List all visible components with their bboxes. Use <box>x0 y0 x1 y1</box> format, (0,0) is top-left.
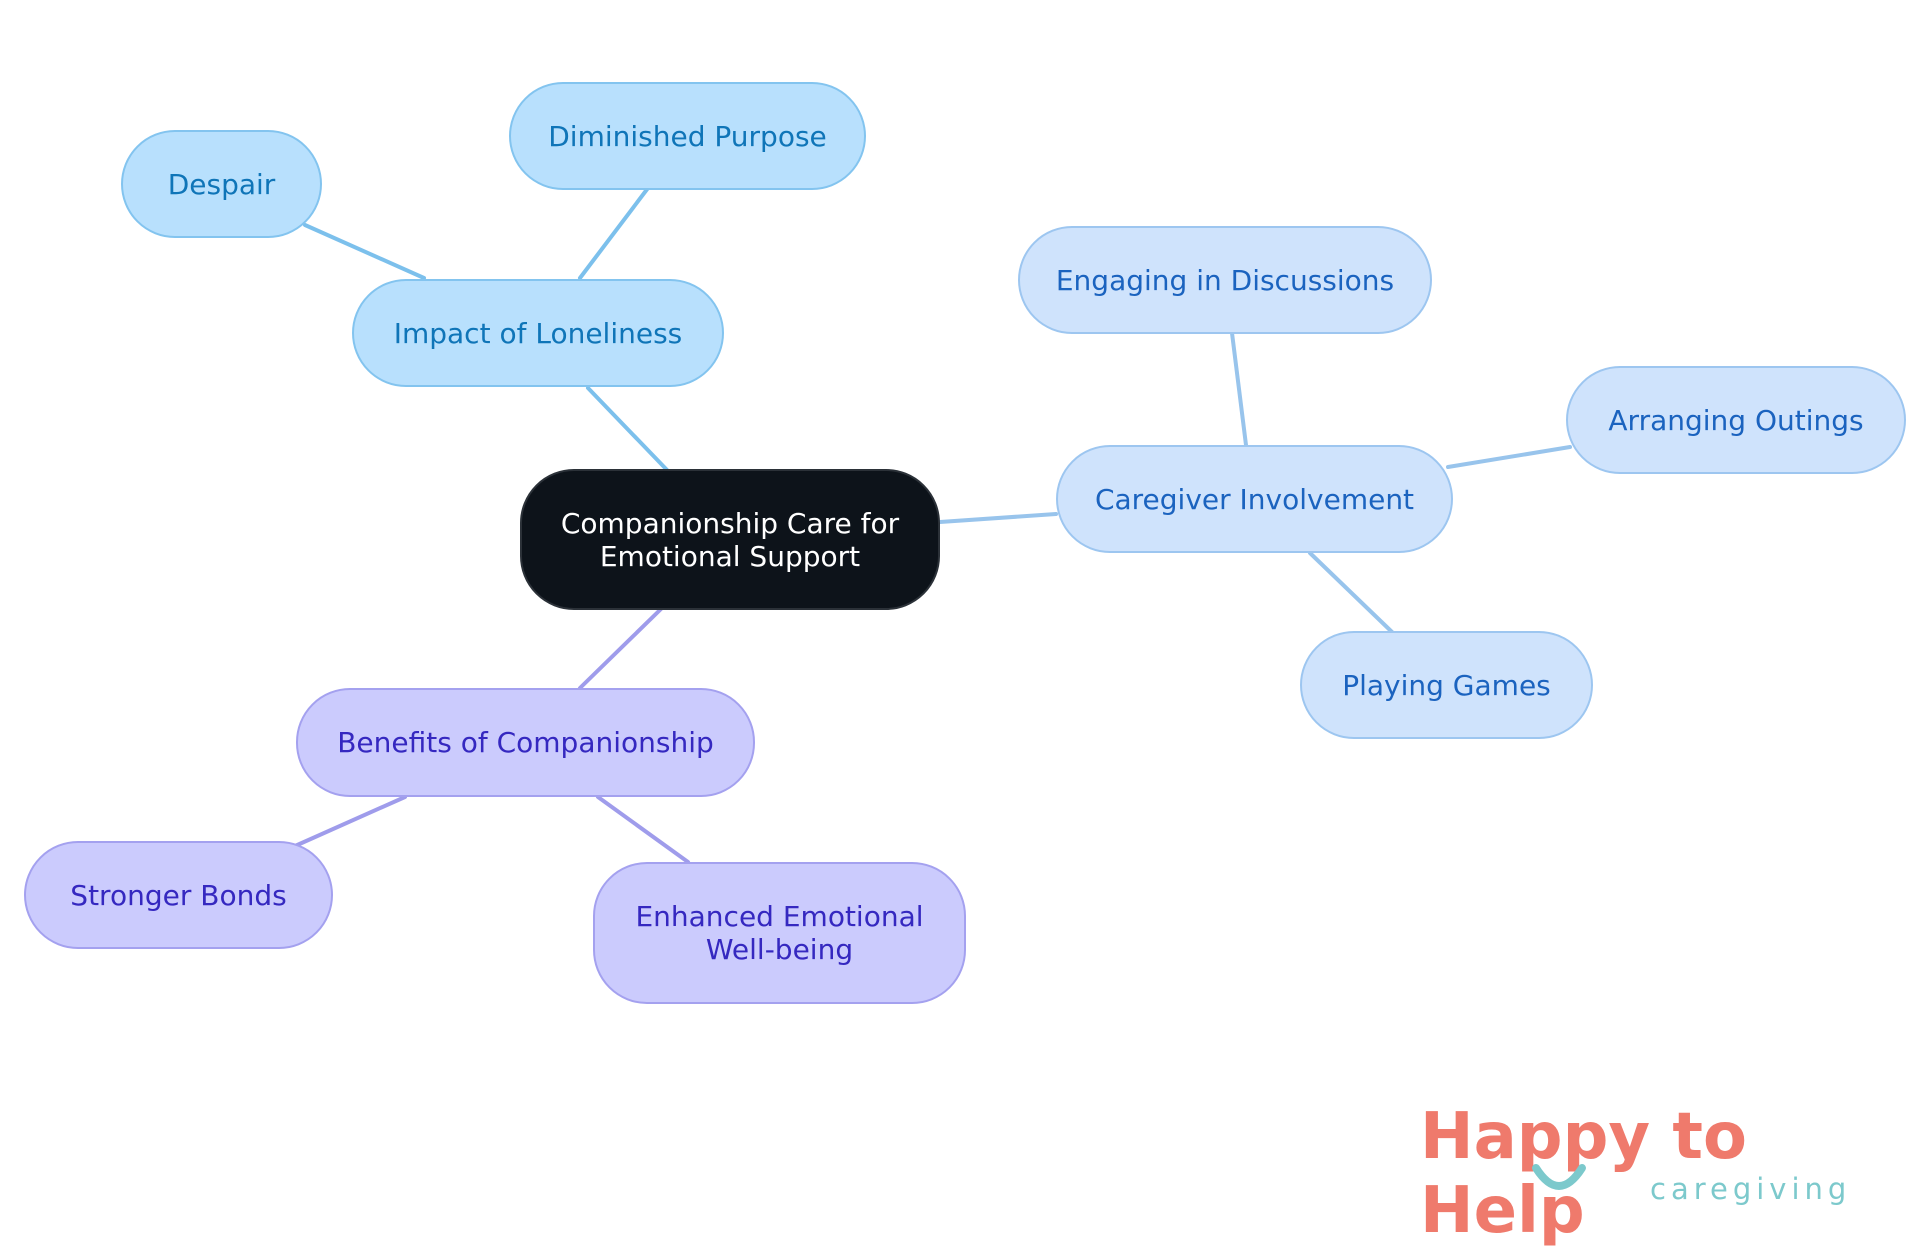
edge-root-caregiver <box>938 512 1058 524</box>
root-label: Companionship Care for Emotional Support <box>560 506 900 573</box>
edge-caregiver-discussions <box>1230 331 1248 447</box>
edge-benefits-wellbeing <box>596 795 690 864</box>
root-node: Companionship Care for Emotional Support <box>520 469 940 610</box>
node-label: Caregiver Involvement <box>1094 482 1415 516</box>
node-label: Despair <box>167 167 276 201</box>
node-playing-games: Playing Games <box>1300 631 1593 739</box>
node-label: Enhanced Emotional Well-being <box>635 900 924 966</box>
node-arranging-outings: Arranging Outings <box>1566 366 1906 474</box>
node-enhanced-emotional-well-being: Enhanced Emotional Well-being <box>593 862 966 1004</box>
logo-subtitle: caregiving <box>1650 1172 1852 1206</box>
node-engaging-in-discussions: Engaging in Discussions <box>1018 226 1432 334</box>
node-caregiver-involvement: Caregiver Involvement <box>1056 445 1453 553</box>
node-label: Stronger Bonds <box>70 878 287 912</box>
node-label: Diminished Purpose <box>548 119 827 153</box>
node-label: Engaging in Discussions <box>1055 263 1395 297</box>
edge-root-benefits <box>578 606 664 690</box>
edge-caregiver-outings <box>1446 445 1572 469</box>
edge-benefits-bonds <box>293 795 407 848</box>
node-label: Benefits of Companionship <box>337 726 714 759</box>
edge-impact-despair <box>303 223 426 280</box>
smile-icon <box>1532 1164 1586 1190</box>
node-benefits-of-companionship: Benefits of Companionship <box>296 688 755 797</box>
node-label: Arranging Outings <box>1608 403 1864 437</box>
node-stronger-bonds: Stronger Bonds <box>24 841 333 949</box>
connector-lines <box>293 186 1572 864</box>
edge-impact-purpose <box>578 186 650 280</box>
node-label: Playing Games <box>1342 668 1551 702</box>
happy-to-help-logo: Happy to Help caregiving <box>1420 1100 1890 1248</box>
node-diminished-purpose: Diminished Purpose <box>509 82 866 190</box>
node-impact-of-loneliness: Impact of Loneliness <box>352 279 724 387</box>
edge-root-impact <box>586 386 669 472</box>
node-despair: Despair <box>121 130 322 238</box>
node-label: Impact of Loneliness <box>393 316 683 350</box>
edge-caregiver-games <box>1308 551 1394 634</box>
